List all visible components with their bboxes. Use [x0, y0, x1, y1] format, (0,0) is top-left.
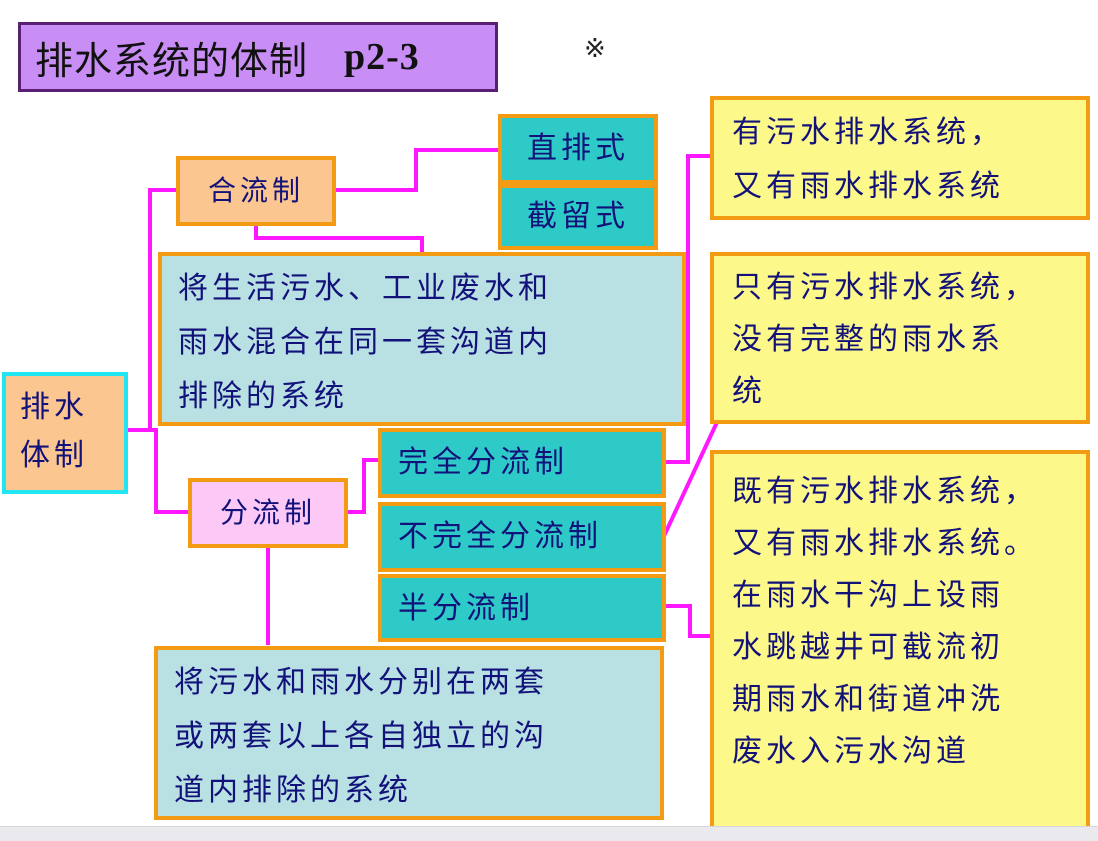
root-label-line1: 排水 [20, 390, 88, 425]
separate-definition-line3: 道内排除的系统 [174, 773, 412, 808]
combined-definition-line1: 将生活污水、工业废水和 [178, 271, 552, 306]
note2-line2: 没有完整的雨水系 [732, 322, 1004, 357]
page-title: 排水系统的体制 p2-3 [18, 22, 498, 92]
combined-subtype-direct: 直排式 [498, 114, 658, 184]
note-incomplete-separate: 只有污水排水系统， 没有完整的雨水系 统 [710, 252, 1090, 424]
combined-subtype-intercepting: 截留式 [498, 184, 658, 250]
title-page-ref: p2-3 [344, 36, 420, 78]
note1-line1: 有污水排水系统， [732, 115, 1004, 150]
connector-note1 [665, 154, 712, 464]
note3-line6: 废水入污水沟道 [732, 734, 970, 769]
separate-definition-line2: 或两套以上各自独立的沟 [174, 719, 548, 754]
separate-subtype-incomplete: 不完全分流制 [378, 502, 666, 572]
connector-note3 [665, 604, 712, 638]
note3-line1: 既有污水排水系统， [732, 474, 1038, 509]
note3-line4: 水跳越井可截流初 [732, 630, 1004, 665]
separate-subtype-semi: 半分流制 [378, 574, 666, 642]
note2-line1: 只有污水排水系统， [732, 270, 1038, 305]
separate-subtype-complete-label: 完全分流制 [398, 445, 568, 480]
combined-subtype-direct-label: 直排式 [527, 131, 629, 166]
root-label-line2: 体制 [20, 438, 88, 473]
separate-definition-line1: 将污水和雨水分别在两套 [174, 665, 548, 700]
note3-line2: 又有雨水排水系统。 [732, 526, 1038, 561]
window-bottom-strip [0, 826, 1098, 841]
connector-root-separate [128, 428, 190, 514]
separate-subtype-complete: 完全分流制 [378, 428, 666, 498]
combined-system-node: 合流制 [176, 156, 336, 226]
combined-definition-line3: 排除的系统 [178, 379, 348, 414]
note2-line3: 统 [732, 374, 766, 409]
separate-system-label: 分流制 [219, 496, 316, 529]
separate-definition: 将污水和雨水分别在两套 或两套以上各自独立的沟 道内排除的系统 [154, 646, 664, 820]
connector-separate-subtypes [348, 458, 380, 514]
note3-line5: 期雨水和街道冲洗 [732, 682, 1004, 717]
title-text: 排水系统的体制 [35, 38, 309, 83]
note3-line3: 在雨水干沟上设雨 [732, 578, 1004, 613]
note-semi-separate: 既有污水排水系统， 又有雨水排水系统。 在雨水干沟上设雨 水跳越井可截流初 期雨… [710, 450, 1090, 832]
separate-system-node: 分流制 [188, 478, 348, 548]
note-complete-separate: 有污水排水系统， 又有雨水排水系统 [710, 96, 1090, 220]
connector-note2 [662, 419, 720, 537]
combined-definition-line2: 雨水混合在同一套沟道内 [178, 325, 552, 360]
connector-combined-definition [254, 224, 424, 252]
combined-subtype-intercepting-label: 截留式 [527, 199, 629, 234]
note1-line2: 又有雨水排水系统 [732, 169, 1004, 204]
separate-subtype-semi-label: 半分流制 [398, 591, 534, 626]
connector-combined-subtypes [336, 148, 500, 192]
reference-mark: ※ [584, 34, 606, 64]
root-node: 排水 体制 [2, 372, 128, 494]
separate-subtype-incomplete-label: 不完全分流制 [398, 519, 602, 554]
combined-system-label: 合流制 [207, 174, 304, 207]
combined-definition: 将生活污水、工业废水和 雨水混合在同一套沟道内 排除的系统 [158, 252, 686, 426]
